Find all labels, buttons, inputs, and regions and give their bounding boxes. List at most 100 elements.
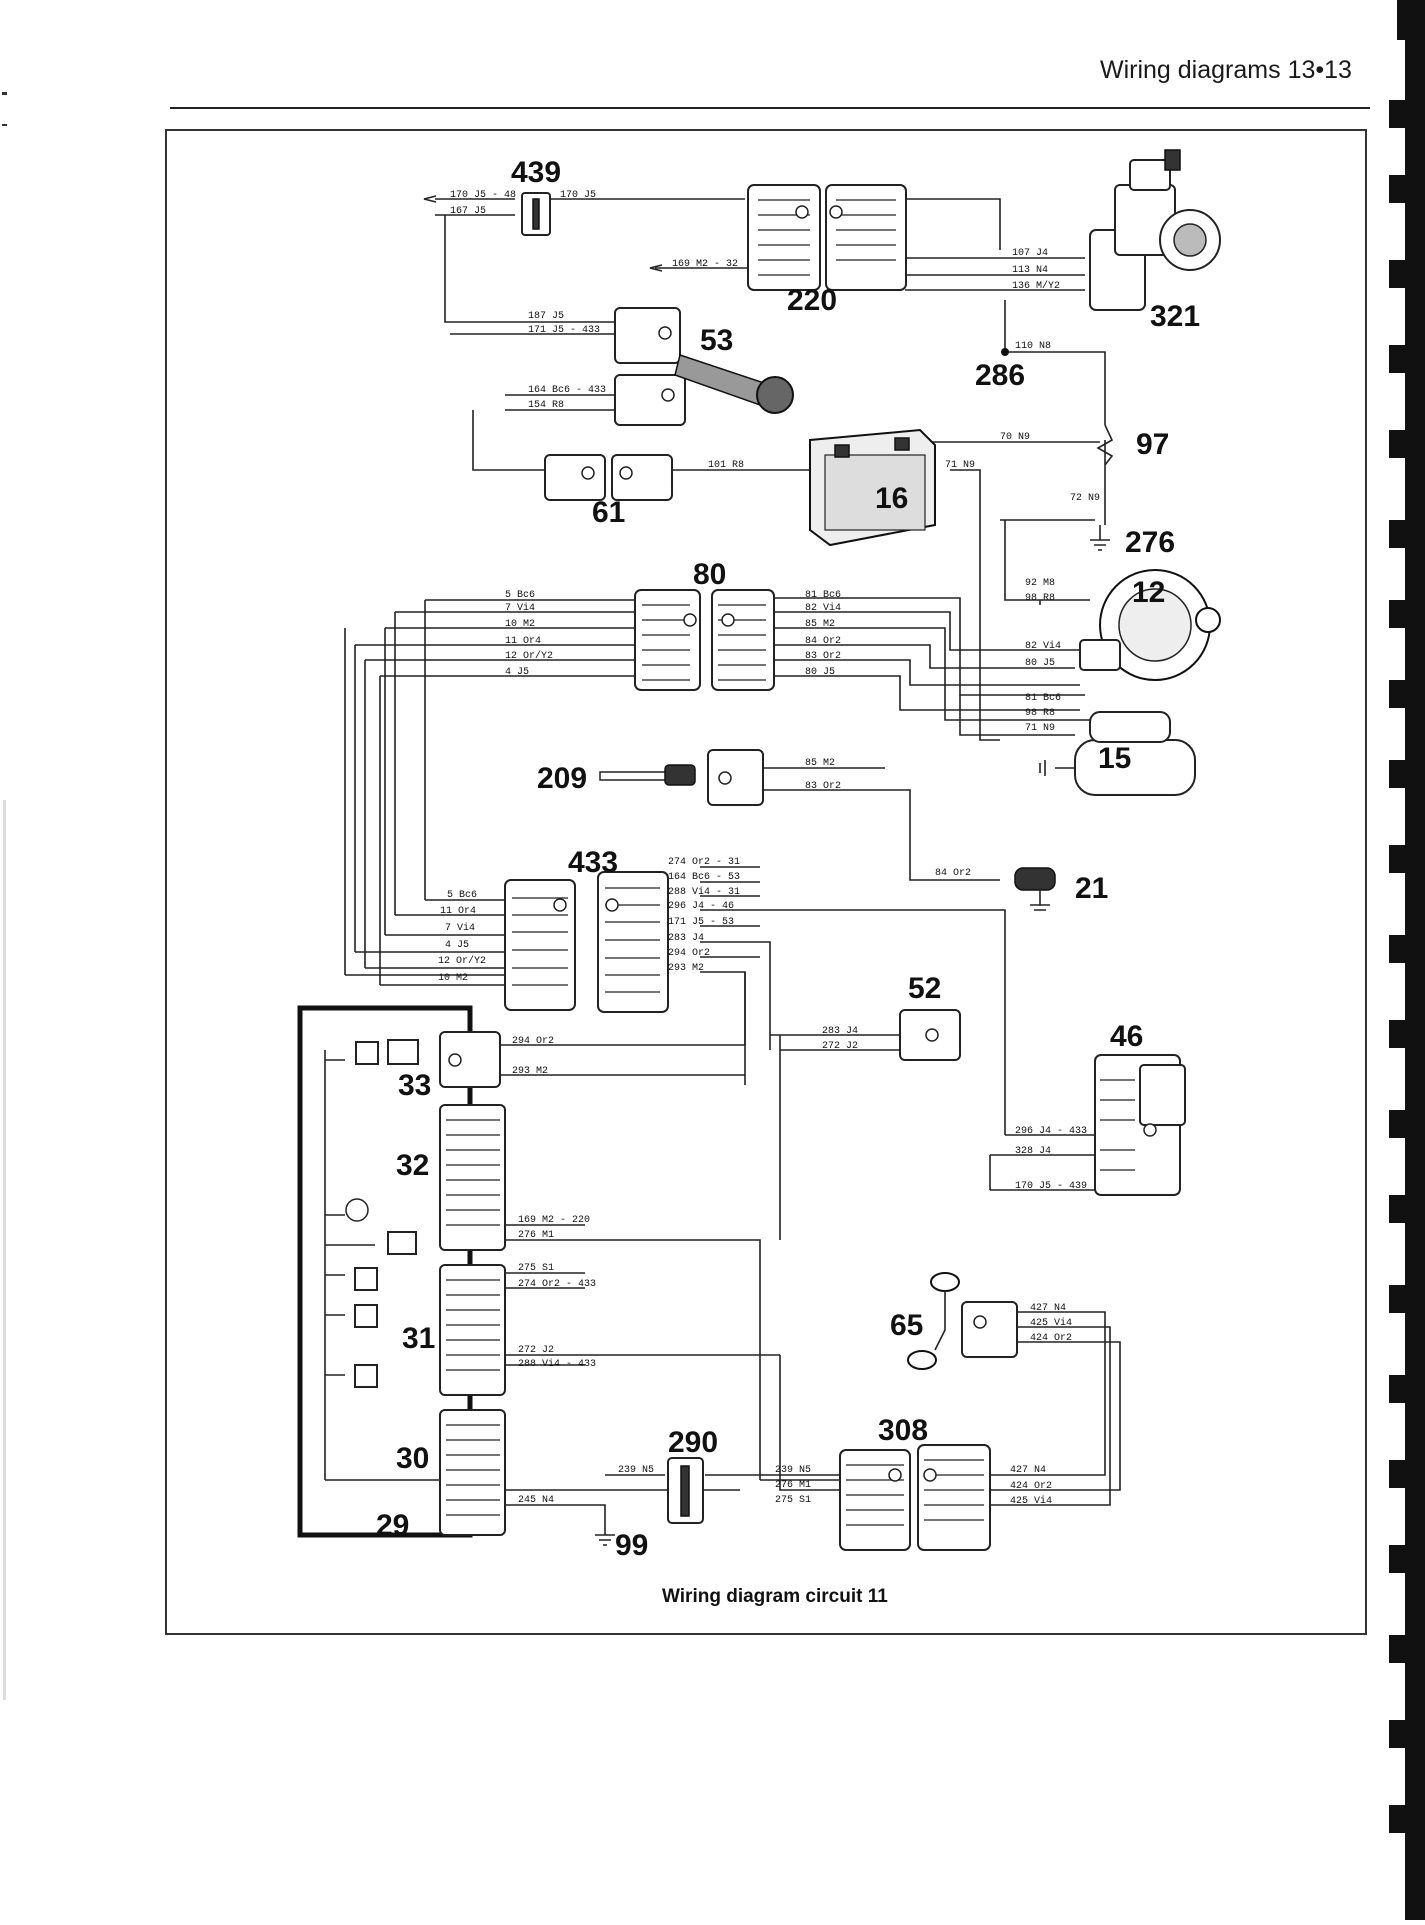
wire-label: 70 N9 xyxy=(1000,432,1030,443)
wire-label: 10 M2 xyxy=(505,619,535,630)
label-99: 99 xyxy=(615,1529,648,1562)
wire-label: 169 M2 - 32 xyxy=(672,259,738,270)
wire-label: 82 Vi4 xyxy=(805,602,841,614)
wire-label: 272 J2 xyxy=(822,1041,858,1052)
component-15 xyxy=(1039,711,1196,796)
diagram-frame xyxy=(165,129,1367,1635)
component-52 xyxy=(899,1009,961,1061)
wire-label: 164 Bc6 - 433 xyxy=(528,385,606,396)
component-61 xyxy=(544,454,673,501)
label-433: 433 xyxy=(568,846,618,879)
wire-label: 7 Vi4 xyxy=(445,922,475,934)
component-321 xyxy=(1089,149,1221,311)
label-31: 31 xyxy=(402,1322,435,1355)
component-65 xyxy=(907,1272,1018,1370)
wires xyxy=(324,198,1121,1525)
wire-label: 81 Bc6 xyxy=(1025,693,1061,704)
wire-label: 170 J5 - 439 xyxy=(1015,1181,1087,1192)
component-53 xyxy=(674,354,794,414)
wire-label: 424 Or2 xyxy=(1010,1481,1052,1492)
label-65: 65 xyxy=(890,1309,923,1342)
wire-label: 296 J4 - 46 xyxy=(668,901,734,912)
wire-label: 110 N8 xyxy=(1015,341,1051,352)
label-286: 286 xyxy=(975,359,1025,392)
wire-label: 424 Or2 xyxy=(1030,1333,1072,1344)
wire-label: 92 M8 xyxy=(1025,578,1055,589)
wire-label: 187 J5 xyxy=(528,311,564,322)
component-209 xyxy=(599,749,764,806)
wire-label: 283 J4 xyxy=(668,933,704,944)
component-46 xyxy=(1094,1054,1186,1196)
wire-label: 276 M1 xyxy=(775,1480,811,1491)
left-binding-marks xyxy=(2,92,7,1700)
component-32 xyxy=(345,1104,506,1255)
label-30: 30 xyxy=(396,1442,429,1475)
component-21 xyxy=(1014,867,1056,911)
wire-label: 84 Or2 xyxy=(805,636,841,647)
wire-label: 164 Bc6 - 53 xyxy=(668,872,740,883)
wire-label: 85 M2 xyxy=(805,758,835,769)
diagram-caption: Wiring diagram circuit 11 xyxy=(662,1586,888,1607)
wire-label: 11 Or4 xyxy=(440,906,476,917)
component-numbers: 439 220 321 53 286 97 16 61 276 80 12 15… xyxy=(376,156,1200,1562)
wire-label: 296 J4 - 433 xyxy=(1015,1126,1087,1137)
wire-label: 272 J2 xyxy=(518,1345,554,1356)
component-290 xyxy=(667,1457,704,1524)
wire-label: 239 N5 xyxy=(618,1465,654,1476)
wire-label: 11 Or4 xyxy=(505,636,541,647)
wire-label: 71 N9 xyxy=(1025,723,1055,734)
wire-label: 71 N9 xyxy=(945,460,975,471)
label-97: 97 xyxy=(1136,428,1169,461)
wire-label: 85 M2 xyxy=(805,619,835,630)
label-46: 46 xyxy=(1110,1020,1143,1053)
wire-label: 83 Or2 xyxy=(805,781,841,792)
wire-label: 80 J5 xyxy=(1025,658,1055,669)
label-308: 308 xyxy=(878,1414,928,1447)
label-53: 53 xyxy=(700,324,733,357)
relay-block-upper xyxy=(614,307,686,426)
wire-label: 293 M2 xyxy=(512,1066,548,1077)
wire-label: 425 Vi4 xyxy=(1030,1317,1072,1329)
wire-label: 169 M2 - 220 xyxy=(518,1215,590,1226)
label-321: 321 xyxy=(1150,300,1200,333)
label-12: 12 xyxy=(1132,576,1165,609)
label-439: 439 xyxy=(511,156,561,189)
wire-label: 84 Or2 xyxy=(935,868,971,879)
wire-label: 12 Or/Y2 xyxy=(505,650,553,662)
label-276: 276 xyxy=(1125,526,1175,559)
wire-label: 83 Or2 xyxy=(805,651,841,662)
component-97 xyxy=(1096,424,1114,466)
wire-label: 294 Or2 xyxy=(512,1036,554,1047)
wire-label: 170 J5 - 48 xyxy=(450,190,516,201)
wire-label: 274 Or2 - 31 xyxy=(668,857,740,868)
wire-labels: 170 J5 - 48 170 J5 167 J5 169 M2 - 32 10… xyxy=(438,190,1100,1507)
wire-label: 283 J4 xyxy=(822,1026,858,1037)
wire-label: 239 N5 xyxy=(775,1465,811,1476)
wire-label: 328 J4 xyxy=(1015,1146,1051,1157)
label-33: 33 xyxy=(398,1069,431,1102)
wire-label: 167 J5 xyxy=(450,206,486,217)
wire-label: 136 M/Y2 xyxy=(1012,280,1060,292)
wire-label: 294 Or2 xyxy=(668,948,710,959)
label-290: 290 xyxy=(668,1426,718,1459)
wire-label: 171 J5 - 433 xyxy=(528,325,600,336)
wire-label: 101 R8 xyxy=(708,460,744,471)
wire-label: 427 N4 xyxy=(1010,1465,1046,1476)
component-31 xyxy=(354,1264,506,1396)
wire-label: 7 Vi4 xyxy=(505,602,535,614)
label-29: 29 xyxy=(376,1509,409,1542)
right-binding-teeth xyxy=(1389,0,1425,1920)
wire-label: 12 Or/Y2 xyxy=(438,955,486,967)
section-title: Wiring diagrams xyxy=(1100,56,1281,84)
wire-label: 107 J4 xyxy=(1012,248,1048,259)
wire-label: 275 S1 xyxy=(775,1495,811,1506)
wire-label: 4 J5 xyxy=(445,940,469,951)
label-32: 32 xyxy=(396,1149,429,1182)
page-header-text: Wiring diagrams 13•13 xyxy=(1100,56,1352,85)
wire-label: 5 Bc6 xyxy=(447,890,477,901)
wire-label: 245 N4 xyxy=(518,1495,554,1506)
wire-label: 154 R8 xyxy=(528,400,564,411)
wire-label: 293 M2 xyxy=(668,963,704,974)
component-80 xyxy=(634,589,775,691)
header-rule xyxy=(170,107,1370,109)
